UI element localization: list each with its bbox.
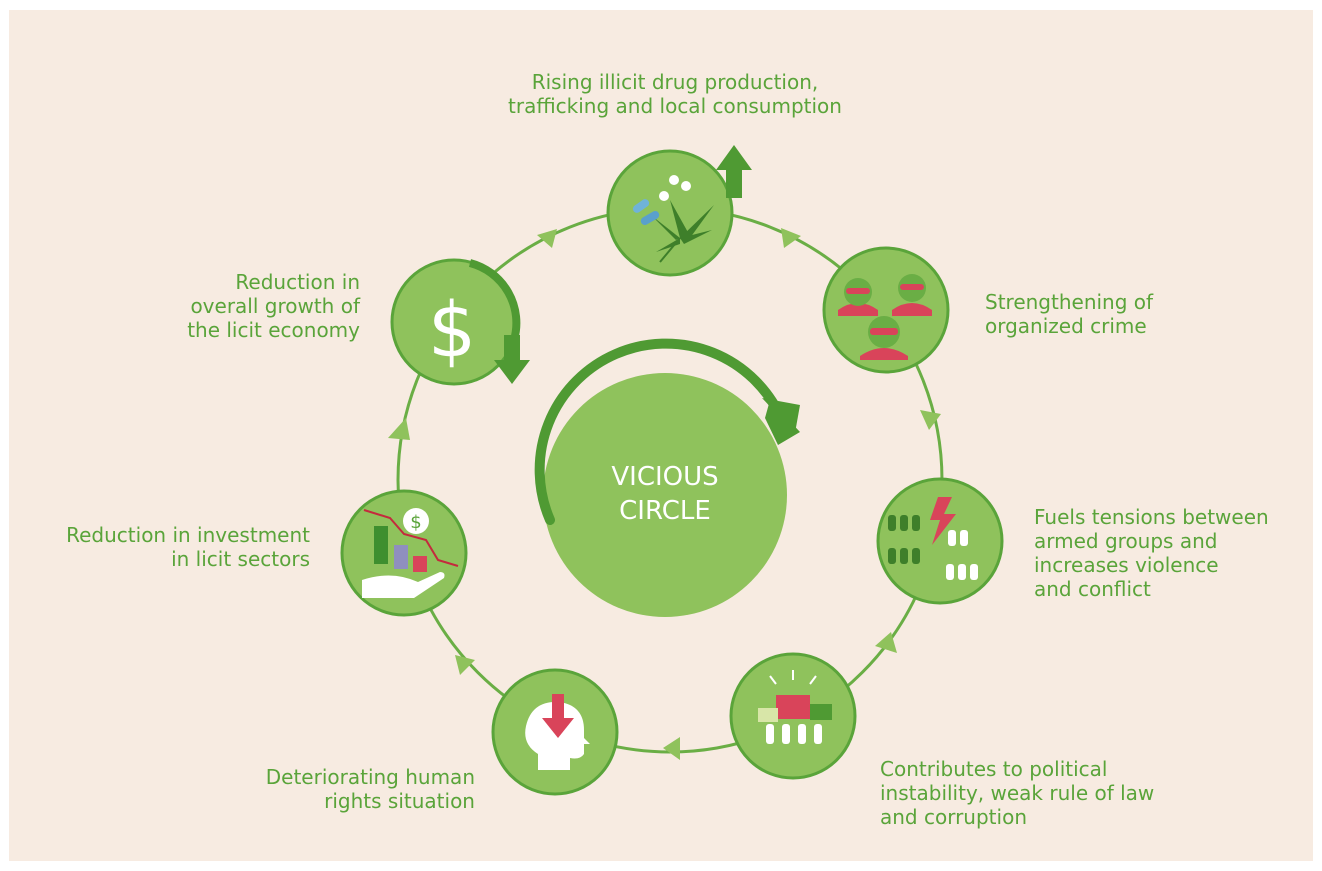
- down-arrow-icon: [542, 694, 574, 738]
- dollar-sign-icon: $: [428, 285, 476, 374]
- center-arrowhead: [765, 400, 800, 445]
- ring-arrowhead: [781, 228, 801, 248]
- criminal-figure: [892, 274, 932, 316]
- hand-icon: [362, 572, 445, 598]
- ring-arrowhead: [388, 418, 410, 440]
- node-tensions: [876, 477, 1004, 605]
- ring-arrowhead: [920, 410, 941, 430]
- dollar-icon: $: [410, 512, 421, 533]
- node-investment: $: [340, 489, 468, 617]
- ring-arrowhead: [537, 229, 557, 248]
- ring-arrowhead: [455, 655, 475, 675]
- armed-groups-icon: [888, 515, 920, 564]
- ring-arrowhead: [875, 632, 897, 653]
- lightning-icon: [930, 497, 956, 545]
- criminal-figure: [838, 278, 878, 316]
- opposing-group-icon: [946, 530, 978, 580]
- pills-icon: [632, 175, 691, 225]
- protest-crowd-icon: [758, 670, 832, 744]
- node-drugs: [606, 145, 752, 277]
- label-economy: Reduction in overall growth of the licit…: [187, 270, 360, 342]
- node-political: [729, 652, 857, 780]
- cannabis-icon: [652, 200, 714, 263]
- node-crime: [822, 246, 950, 374]
- up-arrow-icon: [716, 145, 752, 198]
- label-crime: Strengthening of organized crime: [985, 290, 1154, 338]
- label-drugs: Rising illicit drug production, traffick…: [508, 70, 842, 118]
- node-rights: [491, 668, 619, 796]
- masked-criminals-icon: [838, 274, 932, 360]
- down-arrow-icon: [494, 335, 530, 384]
- node-economy: $: [390, 258, 530, 386]
- label-rights: Deteriorating human rights situation: [265, 765, 475, 813]
- label-political: Contributes to political instability, we…: [880, 757, 1155, 829]
- ring-arrowhead: [663, 737, 680, 760]
- label-investment: Reduction in investment in licit sectors: [66, 523, 310, 571]
- label-tensions: Fuels tensions between armed groups and …: [1034, 505, 1269, 601]
- criminal-figure: [860, 316, 908, 360]
- bar-chart-icon: [374, 526, 427, 572]
- cycle-arrowheads: [388, 228, 941, 760]
- center-circle: [534, 338, 800, 617]
- center-title: VICIOUS CIRCLE: [611, 462, 719, 526]
- coin-icon: [403, 508, 429, 534]
- falling-trend-icon: [363, 509, 459, 567]
